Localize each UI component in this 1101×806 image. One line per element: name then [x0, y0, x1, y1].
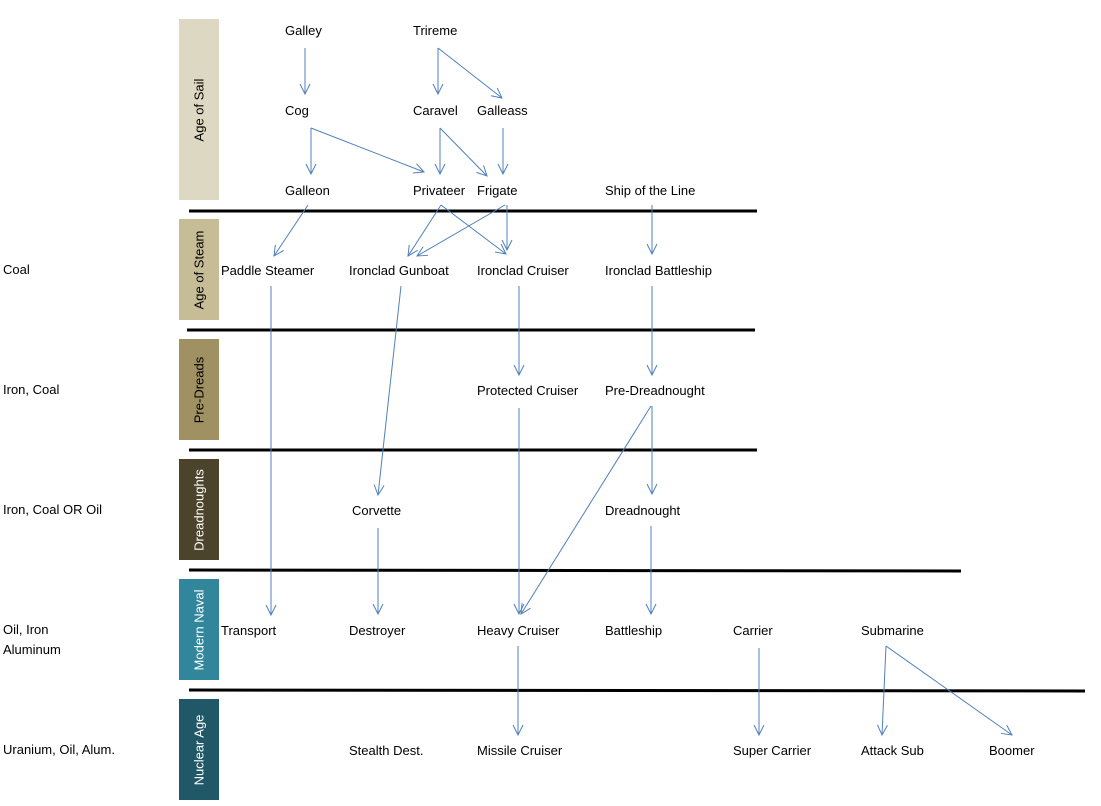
era-band-age-of-sail: Age of Sail [179, 19, 219, 200]
node-transport: Transport [221, 623, 277, 638]
node-trireme: Trireme [413, 23, 458, 38]
era-band-modern-naval: Modern Naval [179, 579, 219, 680]
node-galleass: Galleass [477, 103, 528, 118]
node-destroyer: Destroyer [349, 623, 406, 638]
resource-label-dreadnoughts: Iron, Coal OR Oil [3, 502, 102, 517]
resource-label-nuclear-age: Uranium, Oil, Alum. [3, 742, 115, 757]
resource-label-age-of-steam: Coal [3, 262, 30, 277]
node-cog: Cog [285, 103, 309, 118]
node-caravel: Caravel [413, 103, 458, 118]
node-galley: Galley [285, 23, 322, 38]
era-divider [188, 688, 1086, 693]
node-carrier: Carrier [733, 623, 773, 638]
node-corvette: Corvette [352, 503, 402, 518]
arrow-ironclad-gunboat-to-corvette [378, 285, 402, 495]
era-band-dreadnoughts: Dreadnoughts [179, 459, 219, 560]
node-ironclad-cruiser: Ironclad Cruiser [477, 263, 569, 278]
arrow-privateer-to-ironclad-gunboat [408, 204, 442, 256]
era-band-nuclear-age: Nuclear Age [179, 699, 219, 800]
node-ironclad-gunboat: Ironclad Gunboat [349, 263, 449, 278]
arrow-pre-dreadnought-to-heavy-cruiser [521, 405, 652, 614]
era-band-pre-dreads: Pre-Dreads [179, 339, 219, 440]
node-ship-of-the-line: Ship of the Line [605, 183, 696, 198]
node-paddle-steamer: Paddle Steamer [221, 263, 315, 278]
arrow-privateer-to-ironclad-cruiser [440, 204, 506, 254]
arrow-trireme-to-galleass [437, 47, 502, 98]
node-heavy-cruiser: Heavy Cruiser [477, 623, 560, 638]
resource-label-pre-dreads: Iron, Coal [3, 382, 60, 397]
arrow-submarine-to-boomer [885, 645, 1012, 735]
arrow-galleon-to-paddle-steamer [274, 204, 309, 256]
node-privateer: Privateer [413, 183, 466, 198]
node-battleship: Battleship [605, 623, 663, 638]
node-boomer: Boomer [989, 743, 1035, 758]
arrow-caravel-to-frigate [439, 127, 487, 176]
arrow-frigate-to-ironclad-gunboat [417, 204, 506, 256]
node-pre-dreadnought: Pre-Dreadnought [605, 383, 705, 398]
node-missile-cruiser: Missile Cruiser [477, 743, 563, 758]
node-stealth-dest: Stealth Dest. [349, 743, 424, 758]
node-ironclad-battleship: Ironclad Battleship [605, 263, 712, 278]
arrow-submarine-to-attack-sub [882, 645, 886, 735]
resource-label-modern-naval: Oil, Iron Aluminum [3, 622, 61, 657]
node-submarine: Submarine [861, 623, 924, 638]
era-band-age-of-steam: Age of Steam [179, 219, 219, 320]
node-attack-sub: Attack Sub [861, 743, 924, 758]
node-galleon: Galleon [285, 183, 330, 198]
node-dreadnought: Dreadnought [605, 503, 681, 518]
node-protected-cruiser: Protected Cruiser [477, 383, 579, 398]
node-super-carrier: Super Carrier [733, 743, 812, 758]
arrow-cog-to-privateer [310, 127, 424, 172]
era-divider [188, 568, 962, 573]
node-frigate: Frigate [477, 183, 518, 198]
